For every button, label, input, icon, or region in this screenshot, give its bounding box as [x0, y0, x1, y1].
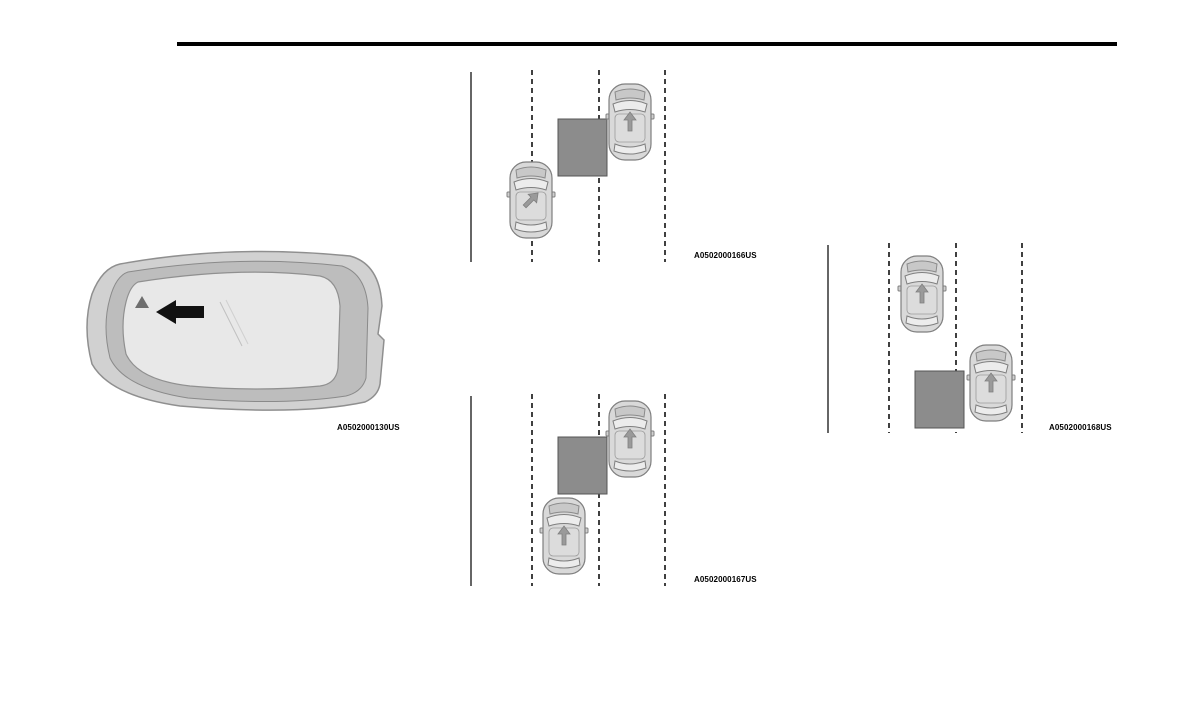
host-vehicle [898, 256, 946, 332]
figure-code: A0502000130US [337, 423, 400, 432]
adjacent-vehicle [606, 84, 654, 160]
host-vehicle [507, 162, 555, 238]
detection-zone [915, 371, 964, 428]
lane-diagram [468, 70, 768, 265]
mirror-figure: A0502000130US [80, 246, 410, 436]
side-mirror-illustration [80, 246, 410, 436]
header-rule [177, 42, 1117, 46]
detection-zone [558, 119, 607, 176]
figure-code: A0502000168US [1049, 423, 1112, 432]
adjacent-vehicle [606, 401, 654, 477]
scenario-2-figure: A0502000167US [468, 394, 768, 594]
figure-code: A0502000166US [694, 251, 757, 260]
scenario-3-figure: A0502000168US [825, 243, 1125, 443]
adjacent-vehicle [967, 345, 1015, 421]
lane-diagram [468, 394, 768, 589]
lane-diagram [825, 243, 1125, 438]
detection-zone [558, 437, 607, 494]
figure-code: A0502000167US [694, 575, 757, 584]
scenario-1-figure: A0502000166US [468, 70, 768, 270]
host-vehicle [540, 498, 588, 574]
